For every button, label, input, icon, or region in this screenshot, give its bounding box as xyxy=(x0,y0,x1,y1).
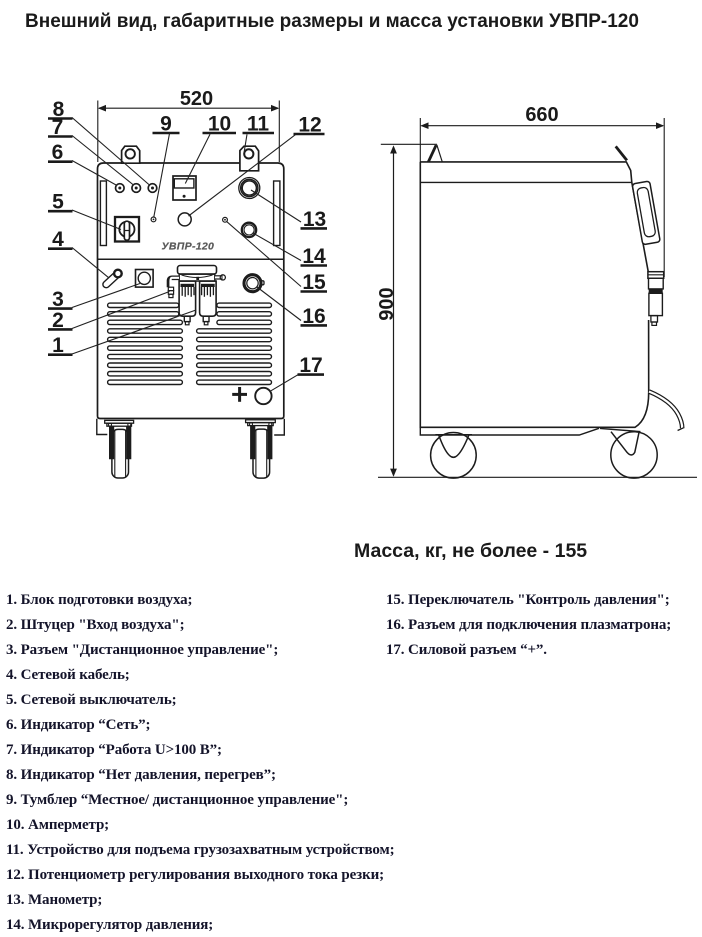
svg-text:12: 12 xyxy=(298,114,321,137)
svg-text:660: 660 xyxy=(525,104,558,126)
svg-text:7: 7 xyxy=(52,116,64,139)
svg-text:10: 10 xyxy=(208,113,231,136)
svg-text:17: 17 xyxy=(299,354,322,377)
svg-text:1: 1 xyxy=(52,334,64,357)
svg-text:14: 14 xyxy=(302,245,326,268)
svg-text:520: 520 xyxy=(180,88,213,110)
svg-text:4: 4 xyxy=(52,228,64,251)
svg-text:3: 3 xyxy=(52,288,64,311)
svg-text:16: 16 xyxy=(302,305,325,328)
svg-text:5: 5 xyxy=(52,191,64,214)
svg-text:900: 900 xyxy=(376,287,398,320)
svg-text:11: 11 xyxy=(247,113,270,136)
svg-text:6: 6 xyxy=(52,141,64,164)
svg-text:УВПР-120: УВПР-120 xyxy=(162,241,215,253)
svg-text:13: 13 xyxy=(303,208,326,231)
svg-text:8: 8 xyxy=(53,98,65,121)
svg-text:9: 9 xyxy=(160,113,172,136)
svg-text:2: 2 xyxy=(52,309,64,332)
svg-text:15: 15 xyxy=(302,271,326,294)
